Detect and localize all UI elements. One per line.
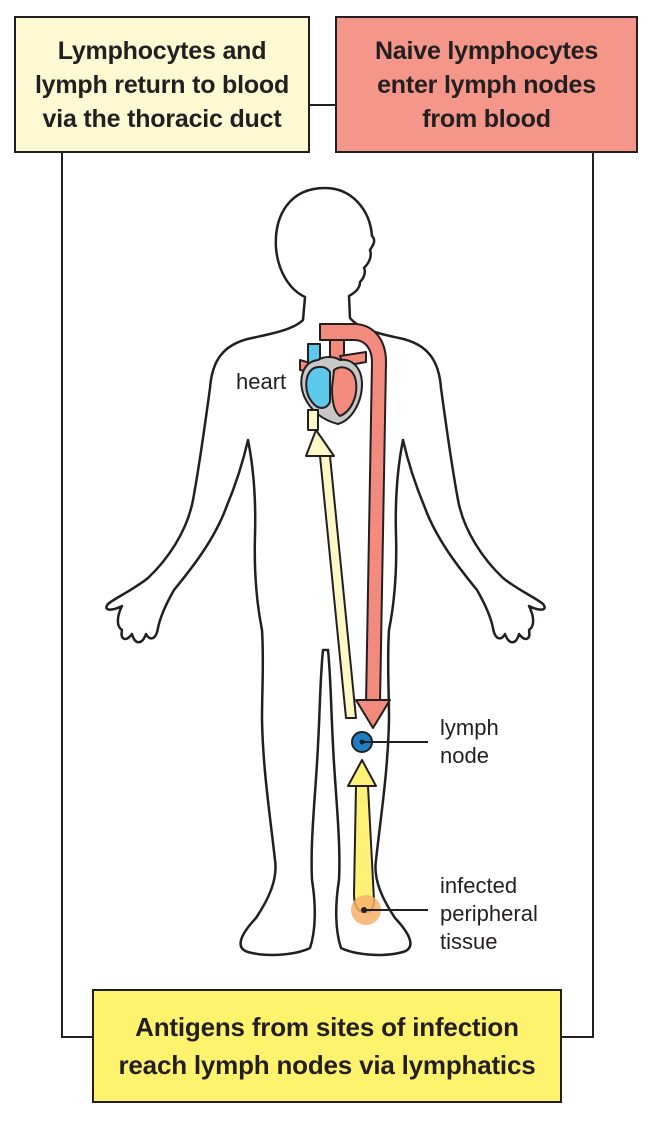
lymph-node: [351, 731, 428, 753]
body-outline: [105, 186, 546, 957]
heart-label: heart: [236, 369, 287, 394]
thoracic-duct-arrow: [305, 429, 357, 719]
naive-lymphocytes-box: Naive lymphocytes enter lymph nodes from…: [335, 16, 638, 153]
infected-tissue-site: [351, 895, 428, 925]
blood-arrow: [319, 323, 391, 729]
lymphatic-arrowhead: [347, 759, 377, 787]
infected-tissue-label: infected peripheral tissue: [440, 873, 538, 954]
blood-arrowhead: [355, 699, 391, 729]
thoracic-duct-stub: [307, 409, 319, 431]
connector-lines: [61, 104, 594, 1038]
connector-right: [562, 153, 594, 1038]
thoracic-duct-box: Lymphocytes and lymph return to blood vi…: [14, 16, 310, 153]
lymph-node-label: lymph node: [440, 715, 499, 768]
heart-illustration: [299, 339, 367, 431]
antigens-box: Antigens from sites of infection reach l…: [92, 989, 562, 1103]
connector-left: [61, 153, 92, 1038]
right-heart-chambers: [305, 365, 331, 409]
left-heart-chambers: [331, 366, 358, 417]
thoracic-duct-arrowhead: [305, 429, 335, 457]
